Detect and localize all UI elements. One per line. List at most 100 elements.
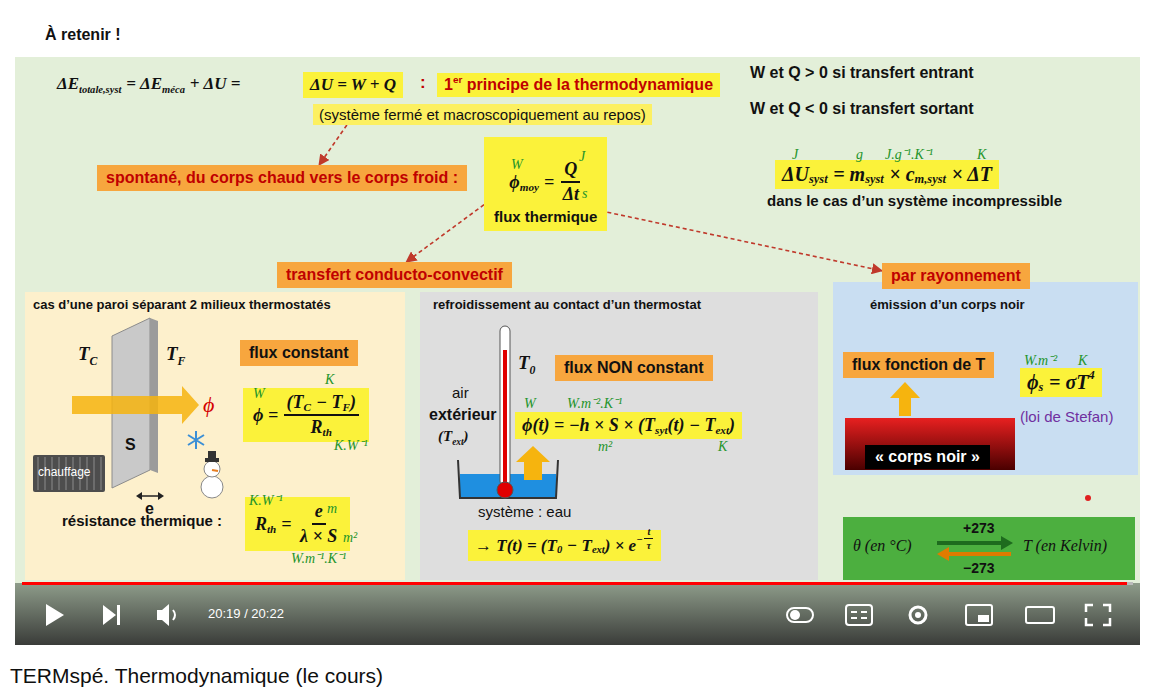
node-text: 1 [444,76,453,94]
text-row: ΔU = W + Q [310,75,396,95]
node-text: th [267,523,276,535]
node-text: = σT [1049,371,1088,394]
unit-label: W.m⁻².K⁻¹ [567,396,622,412]
unit-label: m [327,501,337,516]
unit-label: J [579,149,585,164]
temperature-label: ext [452,437,463,447]
medium-label: extérieur [429,406,497,423]
panel: refroidissement au contact d’un thermost… [420,292,818,580]
text-row: transfert conducto-convectif [286,266,503,284]
law-name: (loi de Stefan) [1020,408,1113,425]
unit-label: g [856,147,863,163]
node-text: → T(t) = (T [475,536,557,556]
node-text: F [342,401,349,413]
equation: ΔE [57,74,79,93]
unit-label: s [582,186,587,201]
time-display: 20:19 / 20:22 [208,606,284,621]
fraction: QΔt [560,159,582,205]
text-row: 1er principe de la thermodynamique [444,76,713,94]
conversion-box: θ (en °C)+273−273T (en Kelvin) [843,517,1135,580]
node-text: − T [316,392,342,413]
unit-label: J.g⁻¹.K⁻¹ [885,147,933,162]
equation: = ΔE [126,74,162,93]
unit-label: W [253,386,265,402]
text-row: → T(t) = (T0− Text) × e−tτ [475,533,654,558]
emission-arrow [890,382,920,416]
text-row: spontané, du corps chaud vers le corps f… [106,169,458,187]
system-label: système : eau [478,503,571,520]
fraction-denominator: Rth [308,416,335,438]
node-text: −273 [963,560,995,576]
unit-label: W [524,396,536,412]
node-text: syst [865,172,884,187]
unit-label: W.m⁻² [1024,353,1057,369]
colon: : [420,73,426,92]
node-text: C [304,401,311,413]
orange-label: par rayonnement [882,263,1030,289]
formula-box: ϕs= σT4 [1020,368,1102,397]
temperature-label: T [166,343,178,364]
fraction-denominator: λ × S [297,525,340,547]
colon: : [420,73,426,93]
equation: totale,syst [79,84,121,95]
node-text: er [453,74,462,85]
medium-label: extérieur [429,406,497,424]
node-text: t [647,526,650,537]
sign-rule: W et Q < 0 si transfert sortant [750,100,974,117]
fraction-numerator: Q [561,159,580,183]
dashed-arrow [406,205,484,262]
node-text: s [1039,380,1044,395]
unit-label: m² [343,530,357,546]
unit-label: m² [343,530,357,545]
formula-name: résistance thermique : [62,512,222,529]
orange-label: spontané, du corps chaud vers le corps f… [97,165,467,191]
orange-label: flux constant [240,340,358,366]
node-text: cas d’une paroi séparant 2 milieux therm… [33,297,331,312]
text-row: flux constant [249,344,349,362]
node-text: ext [592,544,605,555]
unit-label: m [327,501,337,517]
unit-label: J [792,147,798,162]
temperature-label: TC [78,343,97,365]
fraction: (TC− TF)Rth [284,392,359,438]
text-row: refroidissement au contact d’un thermost… [433,297,805,312]
conversion-arrows [937,536,1013,561]
fraction-numerator: t [644,526,653,539]
node-text: principe de la thermodynamique [467,76,713,94]
node-text: × c [889,163,914,186]
node-text: = [281,514,291,535]
temperature-label: T0 [518,352,536,374]
node-text: τ [647,540,652,551]
node-text: moy [520,181,539,193]
temperature-label: F [178,355,186,368]
node-text: − T [567,536,592,556]
medium-label: air [452,384,469,401]
fraction-denominator: Δt [560,183,582,205]
orange-label: flux NON constant [555,355,713,381]
player-strip [15,583,1140,645]
node-text: ϕ [1027,371,1039,394]
note-box: (système fermé et macroscopiquement au r… [313,104,652,125]
unit-label: m² [598,439,612,455]
node-text: +273 [963,520,995,536]
medium-label: air [452,384,469,401]
unit-label: W [511,157,523,172]
temperature-label: ) [464,428,469,444]
flux-symbol: ϕ [203,392,214,417]
node-text: syst [809,172,828,187]
text-row: ϕ(t) = −h × S × (Tsyt(t) − Text) [522,415,735,436]
node-text: ϕ = [253,405,278,426]
formula-box: ΔUsyst= msyst× cm,syst× ΔT [775,160,999,189]
node-text: R [311,417,323,438]
temperature-label: C [90,355,98,368]
node-text: × ΔT [952,163,992,186]
unit-label: s [582,186,587,202]
section-heading: À retenir ! [45,26,121,43]
node-text: (T [287,392,304,413]
radiator-label: chauffage [38,465,91,479]
law-name: (loi de Stefan) [1020,408,1113,425]
text-row: flux thermique [494,205,597,225]
formula-box: ϕmoy=QΔtflux thermique [484,137,607,231]
unit-label: m² [598,439,612,454]
unit-label: W.m⁻².K⁻¹ [567,396,622,411]
